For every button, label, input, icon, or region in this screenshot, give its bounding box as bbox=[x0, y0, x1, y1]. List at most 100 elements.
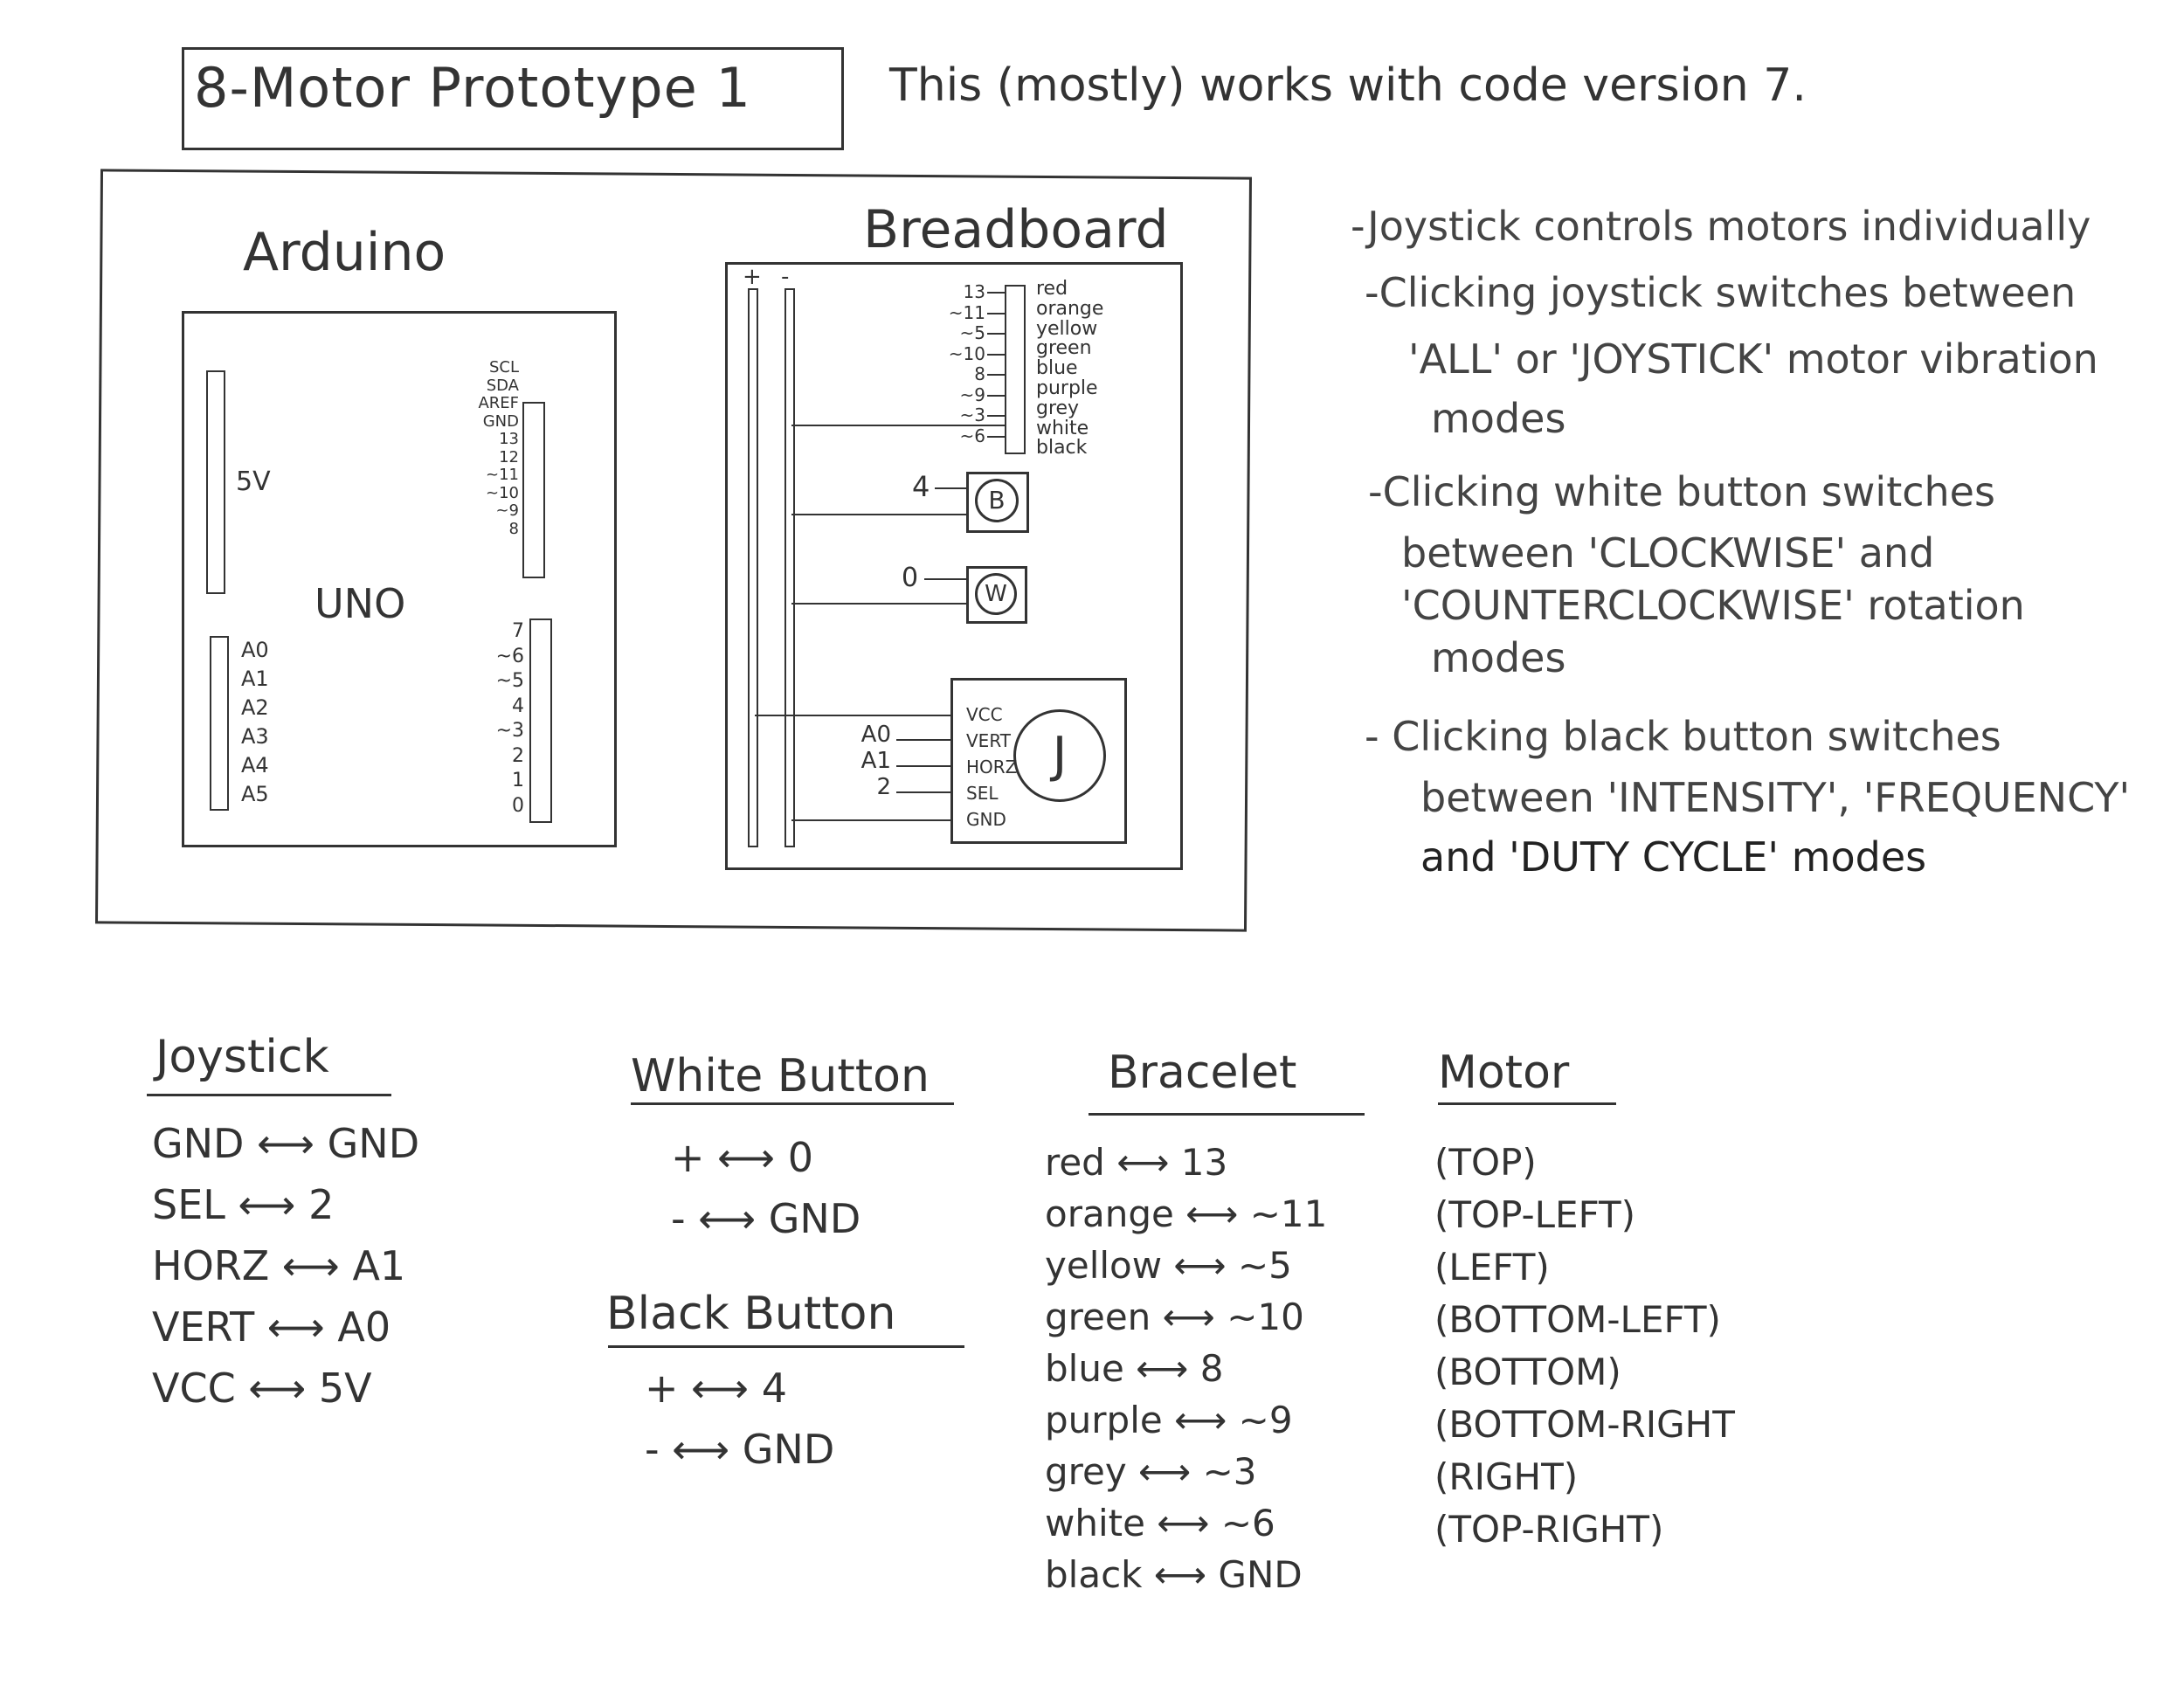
mapping-row: HORZ ⟷ A1 bbox=[152, 1242, 406, 1289]
analog-pin-label: A5 bbox=[241, 782, 269, 806]
bracelet-wire-label: white bbox=[1036, 417, 1089, 439]
power-rail-plus bbox=[748, 288, 758, 847]
mapping-row: VCC ⟷ 5V bbox=[152, 1365, 372, 1412]
bracelet-wire-label: red bbox=[1036, 278, 1068, 300]
bracelet-pin-label: ~5 bbox=[959, 322, 985, 343]
header-pin-label: ~6 bbox=[495, 645, 524, 667]
black-button-underline bbox=[608, 1345, 964, 1348]
joystick-connection-lead bbox=[896, 739, 950, 741]
mapping-row: yellow ⟷ ~5 bbox=[1045, 1244, 1292, 1287]
rail-plus-label: + bbox=[743, 264, 762, 290]
analog-pin-label: A1 bbox=[241, 667, 269, 691]
vcc-wire bbox=[755, 715, 950, 716]
motor-heading: Motor bbox=[1438, 1047, 1570, 1099]
mapping-row: (RIGHT) bbox=[1434, 1455, 1579, 1498]
joystick-gnd-wire bbox=[791, 819, 950, 821]
bracelet-pin-lead bbox=[987, 292, 1005, 294]
joystick-connection-label: A0 bbox=[860, 722, 891, 748]
bracelet-pin-label: 13 bbox=[963, 281, 985, 302]
white-button-pin: 0 bbox=[902, 563, 919, 593]
mapping-row: GND ⟷ GND bbox=[152, 1120, 420, 1167]
bracelet-pin-lead bbox=[987, 312, 1005, 314]
header-pin-label: 8 bbox=[508, 519, 519, 538]
header-pin-label: 13 bbox=[499, 430, 519, 448]
white-button-heading: White Button bbox=[631, 1050, 930, 1102]
mapping-row: (BOTTOM) bbox=[1434, 1351, 1621, 1393]
bracelet-pin-label: ~9 bbox=[959, 384, 985, 405]
digital-header-lower bbox=[529, 618, 552, 823]
bracelet-pin-label: ~6 bbox=[959, 425, 985, 446]
analog-header bbox=[210, 636, 229, 811]
black-button-heading: Black Button bbox=[606, 1288, 896, 1340]
joystick-connection-lead bbox=[896, 765, 950, 767]
mapping-row: orange ⟷ ~11 bbox=[1045, 1192, 1328, 1235]
bracelet-pin-label: ~3 bbox=[959, 404, 985, 425]
bracelet-wire-label: grey bbox=[1036, 397, 1080, 419]
joystick-pin-label: SEL bbox=[966, 783, 999, 804]
header-pin-label: ~9 bbox=[495, 501, 519, 520]
mapping-row: blue ⟷ 8 bbox=[1045, 1347, 1224, 1390]
note-line: and 'DUTY CYCLE' modes bbox=[1420, 833, 1927, 881]
note-line: -Joystick controls motors individually bbox=[1351, 203, 2091, 250]
white-button-gnd-wire bbox=[791, 603, 966, 605]
header-pin-label: AREF bbox=[478, 394, 519, 412]
mapping-row: black ⟷ GND bbox=[1045, 1553, 1303, 1596]
white-button-lead bbox=[924, 578, 970, 580]
note-line: between 'INTENSITY', 'FREQUENCY' bbox=[1420, 774, 2131, 821]
bracelet-heading: Bracelet bbox=[1108, 1047, 1297, 1099]
note-line: -Clicking joystick switches between bbox=[1365, 269, 2077, 316]
bracelet-wire-label: black bbox=[1036, 437, 1088, 460]
analog-pin-label: A0 bbox=[241, 638, 269, 662]
note-line: 'ALL' or 'JOYSTICK' motor vibration bbox=[1408, 335, 2098, 383]
black-button-gnd-wire bbox=[791, 514, 966, 515]
joystick-pin-label: HORZ bbox=[966, 757, 1018, 777]
five-v-label: 5V bbox=[236, 466, 271, 497]
joystick-underline bbox=[147, 1094, 391, 1096]
mapping-row: + ⟷ 0 bbox=[671, 1134, 813, 1181]
power-rail-minus bbox=[784, 288, 795, 847]
joystick-connection-label: A1 bbox=[860, 748, 891, 774]
note-line: - Clicking black button switches bbox=[1365, 713, 2001, 760]
black-button-lead bbox=[935, 487, 980, 489]
joystick-connection-label: 2 bbox=[876, 774, 891, 800]
mapping-row: grey ⟷ ~3 bbox=[1045, 1450, 1257, 1493]
joystick-pin-label: GND bbox=[966, 809, 1006, 830]
note-line: modes bbox=[1431, 395, 1566, 442]
bracelet-pin-lead bbox=[987, 415, 1005, 417]
black-button-pin: 4 bbox=[912, 470, 930, 503]
joystick-heading: Joystick bbox=[156, 1031, 329, 1083]
bracelet-wire-label: purple bbox=[1036, 377, 1098, 399]
mapping-row: (LEFT) bbox=[1434, 1246, 1550, 1289]
mapping-row: + ⟷ 4 bbox=[645, 1365, 787, 1412]
bracelet-header bbox=[1005, 285, 1026, 454]
bracelet-wire-label: orange bbox=[1036, 297, 1104, 320]
note-line: between 'CLOCKWISE' and bbox=[1401, 529, 1935, 577]
title-frame bbox=[182, 47, 844, 150]
mapping-row: (TOP-LEFT) bbox=[1434, 1193, 1636, 1236]
black-button-icon: B bbox=[975, 479, 1019, 522]
bracelet-pin-label: ~11 bbox=[948, 301, 985, 323]
header-pin-label: SCL bbox=[488, 358, 519, 377]
header-pin-label: ~3 bbox=[495, 720, 524, 742]
mapping-row: red ⟷ 13 bbox=[1045, 1141, 1228, 1184]
power-header bbox=[206, 370, 225, 594]
header-pin-label: 0 bbox=[512, 794, 524, 817]
bracelet-pin-lead bbox=[987, 353, 1005, 356]
motor-underline bbox=[1438, 1102, 1616, 1105]
mapping-row: (BOTTOM-RIGHT bbox=[1434, 1403, 1735, 1446]
breadboard-label: Breadboard bbox=[863, 199, 1169, 260]
joystick-icon: J bbox=[1013, 709, 1106, 802]
note-line: 'COUNTERCLOCKWISE' rotation bbox=[1401, 582, 2025, 629]
subtitle: This (mostly) works with code version 7. bbox=[889, 59, 1807, 112]
bracelet-wire-label: yellow bbox=[1036, 317, 1098, 340]
gnd-wire bbox=[791, 425, 1005, 426]
mapping-row: VERT ⟷ A0 bbox=[152, 1303, 391, 1351]
mapping-row: white ⟷ ~6 bbox=[1045, 1502, 1275, 1544]
header-pin-label: ~10 bbox=[486, 483, 519, 502]
analog-pin-label: A4 bbox=[241, 753, 269, 777]
white-button-underline bbox=[631, 1102, 954, 1105]
header-pin-label: 2 bbox=[512, 744, 524, 767]
note-line: -Clicking white button switches bbox=[1368, 468, 1995, 515]
analog-pin-label: A2 bbox=[241, 695, 269, 720]
mapping-row: (TOP-RIGHT) bbox=[1434, 1508, 1664, 1551]
